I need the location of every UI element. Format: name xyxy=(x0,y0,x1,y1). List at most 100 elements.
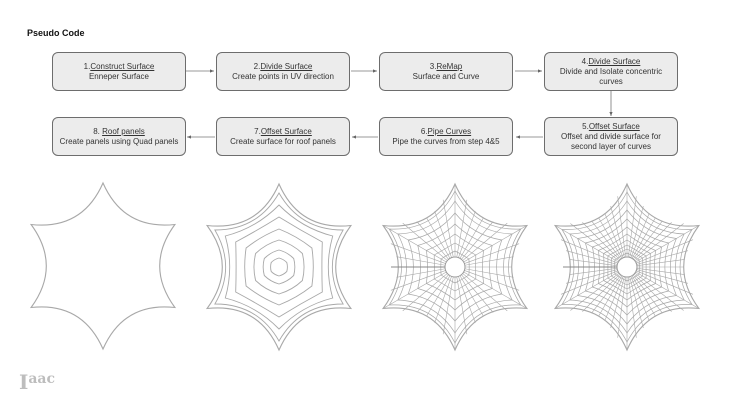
panel-grid-radial-curve xyxy=(598,275,623,317)
panel-grid-radial-curve xyxy=(598,217,623,259)
enneper-outline-2 xyxy=(205,182,353,352)
pipe-grid-ring-curve xyxy=(440,250,470,284)
panel-grid-ring-curve xyxy=(561,191,693,343)
pipe-grid-radial-curve xyxy=(458,276,476,323)
panel-grid-radial-curve xyxy=(632,274,663,314)
concentric-curve xyxy=(244,228,314,306)
panel-grid-radial-curve xyxy=(582,273,621,312)
pipe-grid-radial-curve xyxy=(434,211,452,258)
pipe-grid-radial-curve xyxy=(382,225,447,263)
pipe-grid-radial-curve xyxy=(456,276,468,335)
pipe-grid-radial-curve xyxy=(464,268,514,278)
pipe-grid-radial-curve xyxy=(464,270,520,291)
panel-grid-radial-curve xyxy=(636,239,694,264)
pipe-grid-radial-curve xyxy=(434,276,452,323)
pipe-grid-radial-curve xyxy=(396,256,446,266)
pipe-grid-radial-curve xyxy=(464,243,520,264)
panel-grid-ring-curve xyxy=(591,226,663,308)
concentric-curve xyxy=(235,216,323,318)
pipe-grid-radial-curve xyxy=(382,271,447,309)
pipe-grid-radial-curve xyxy=(463,225,528,263)
pipe-grid-center-hole xyxy=(444,256,466,278)
panel-grid-center-hole xyxy=(616,256,638,278)
panel-grid-ring-curve xyxy=(577,209,677,325)
pipe-grid-ring-curve xyxy=(417,223,493,311)
panel-grid-radial-curve xyxy=(630,276,650,321)
panel-grid-radial-curve xyxy=(591,220,622,260)
pipe-grid-radial-curve xyxy=(402,222,448,261)
panel-grid-radial-curve xyxy=(632,220,663,260)
pipe-grid-radial-curve xyxy=(456,199,468,258)
panel-grid-radial-curve xyxy=(633,222,672,261)
pipe-grid-radial-curve xyxy=(463,271,528,309)
panel-grid-radial-curve xyxy=(610,205,625,258)
pipe-grid-radial-curve xyxy=(442,276,454,335)
panel-grid-radial-curve xyxy=(591,274,622,314)
panel-grid-radial-curve xyxy=(560,270,618,295)
panel-grid-ring-curve xyxy=(607,244,647,290)
pipe-grid-radial-curve xyxy=(458,211,476,258)
pipe-grid-ring-curve xyxy=(407,212,503,322)
pipe-grid-ring-curve xyxy=(388,190,522,344)
pipe-grid-ring-curve xyxy=(397,200,513,334)
pipe-grid-radial-curve xyxy=(416,221,449,260)
pipe-grid-radial-curve xyxy=(461,221,494,260)
panel-grid-radial-curve xyxy=(628,196,637,258)
panel-grid-ring-curve xyxy=(569,200,685,334)
panel-grid-ring-curve xyxy=(610,248,644,286)
page-title: Pseudo Code xyxy=(27,28,85,38)
pipe-grid-radial-curve xyxy=(461,274,494,313)
concentric-curve xyxy=(262,249,296,285)
pipe-grid-ring-curve xyxy=(426,233,484,301)
panel-grid-radial-curve xyxy=(629,276,644,329)
enneper-outline-1 xyxy=(29,181,177,351)
panel-grid-radial-curve xyxy=(582,222,621,261)
panel-grid-radial-curve xyxy=(630,213,650,258)
panel-grid-radial-curve xyxy=(570,223,620,262)
concentric-curve xyxy=(214,192,344,342)
panel-grid-radial-curve xyxy=(617,276,626,338)
concentric-curve xyxy=(253,239,305,295)
panel-grid-radial-curve xyxy=(636,270,694,295)
pipe-grid-radial-curve xyxy=(402,273,448,312)
panel-grid-radial-curve xyxy=(634,272,684,311)
panel-grid-ring-curve xyxy=(584,218,670,316)
panel-grid-radial-curve xyxy=(569,259,618,266)
panel-grid-radial-curve xyxy=(569,268,618,275)
panel-grid-radial-curve xyxy=(610,276,625,329)
pipe-grid-radial-curve xyxy=(390,270,446,291)
panel-grid-radial-curve xyxy=(604,276,624,321)
pipe-grid-ring-curve xyxy=(433,242,477,292)
panel-grid-radial-curve xyxy=(560,239,618,264)
panel-grid-radial-curve xyxy=(629,205,644,258)
panel-grid-radial-curve xyxy=(565,269,618,284)
panel-grid-ring-curve xyxy=(614,252,640,282)
panel-grid-radial-curve xyxy=(565,250,618,265)
pipe-grid-radial-curve xyxy=(464,256,514,266)
panel-grid-radial-curve xyxy=(631,275,656,317)
panel-grid-radial-curve xyxy=(631,217,656,259)
panel-grid-radial-curve xyxy=(636,268,685,275)
panel-grid-radial-curve xyxy=(636,259,685,266)
pipe-grid-radial-curve xyxy=(442,199,454,258)
panel-grid-ring-curve xyxy=(598,233,656,301)
panel-grid-radial-curve xyxy=(604,213,624,258)
pipe-grid-radial-curve xyxy=(396,268,446,278)
panel-grid-radial-curve xyxy=(617,196,626,258)
concentric-curve xyxy=(270,257,288,277)
panel-grid-radial-curve xyxy=(636,269,689,284)
panel-grid-radial-curve xyxy=(570,272,620,311)
panel-grid-radial-curve xyxy=(634,223,684,262)
pipe-grid-radial-curve xyxy=(416,274,449,313)
panel-grid-ring-curve xyxy=(603,239,651,295)
pipe-grid-radial-curve xyxy=(390,243,446,264)
